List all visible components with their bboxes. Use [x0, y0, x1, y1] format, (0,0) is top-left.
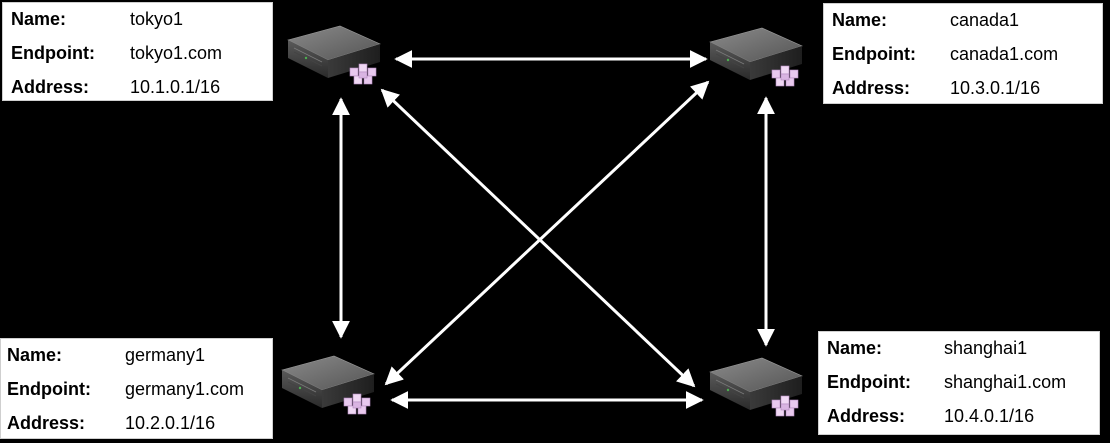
node-endpoint: tokyo1.com	[130, 43, 223, 63]
endpoint-label: Endpoint:	[11, 43, 95, 63]
info-box-shanghai: Name: shanghai1 Endpoint: shanghai1.com …	[818, 331, 1100, 435]
node-name: germany1	[125, 345, 206, 365]
address-label: Address:	[827, 406, 906, 426]
server-icon-canada	[706, 24, 806, 96]
name-label: Name:	[832, 10, 888, 30]
name-row: Name: tokyo1	[3, 5, 272, 39]
server-icon-tokyo	[284, 22, 384, 94]
node-address: 10.4.0.1/16	[944, 406, 1035, 426]
node-address: 10.3.0.1/16	[950, 78, 1041, 98]
info-box-canada: Name: canada1 Endpoint: canada1.com Addr…	[823, 3, 1103, 104]
info-box-tokyo: Name: tokyo1 Endpoint: tokyo1.com Addres…	[2, 2, 273, 101]
name-label: Name:	[827, 338, 883, 358]
node-name: shanghai1	[944, 338, 1028, 358]
node-name: canada1	[950, 10, 1020, 30]
address-row: Address: 10.2.0.1/16	[1, 409, 272, 443]
address-row: Address: 10.3.0.1/16	[824, 74, 1102, 108]
node-endpoint: shanghai1.com	[944, 372, 1067, 392]
name-label: Name:	[7, 345, 63, 365]
address-label: Address:	[11, 77, 90, 97]
endpoint-label: Endpoint:	[7, 379, 91, 399]
name-row: Name: canada1	[824, 6, 1102, 40]
endpoint-label: Endpoint:	[832, 44, 916, 64]
node-endpoint: germany1.com	[125, 379, 245, 399]
address-row: Address: 10.1.0.1/16	[3, 73, 272, 107]
endpoint-row: Endpoint: germany1.com	[1, 375, 272, 409]
link-canada-germany	[384, 80, 710, 386]
node-address: 10.1.0.1/16	[130, 77, 221, 97]
endpoint-row: Endpoint: shanghai1.com	[819, 368, 1099, 402]
link-tokyo-shanghai	[380, 88, 696, 388]
address-label: Address:	[832, 78, 911, 98]
info-box-germany: Name: germany1 Endpoint: germany1.com Ad…	[0, 338, 273, 439]
endpoint-row: Endpoint: canada1.com	[824, 40, 1102, 74]
node-name: tokyo1	[130, 9, 184, 29]
address-label: Address:	[7, 413, 86, 433]
node-endpoint: canada1.com	[950, 44, 1059, 64]
name-row: Name: shanghai1	[819, 334, 1099, 368]
name-label: Name:	[11, 9, 67, 29]
server-icon-germany	[278, 352, 378, 424]
name-row: Name: germany1	[1, 341, 272, 375]
endpoint-label: Endpoint:	[827, 372, 911, 392]
node-address: 10.2.0.1/16	[125, 413, 216, 433]
endpoint-row: Endpoint: tokyo1.com	[3, 39, 272, 73]
address-row: Address: 10.4.0.1/16	[819, 402, 1099, 436]
server-icon-shanghai	[706, 354, 806, 426]
